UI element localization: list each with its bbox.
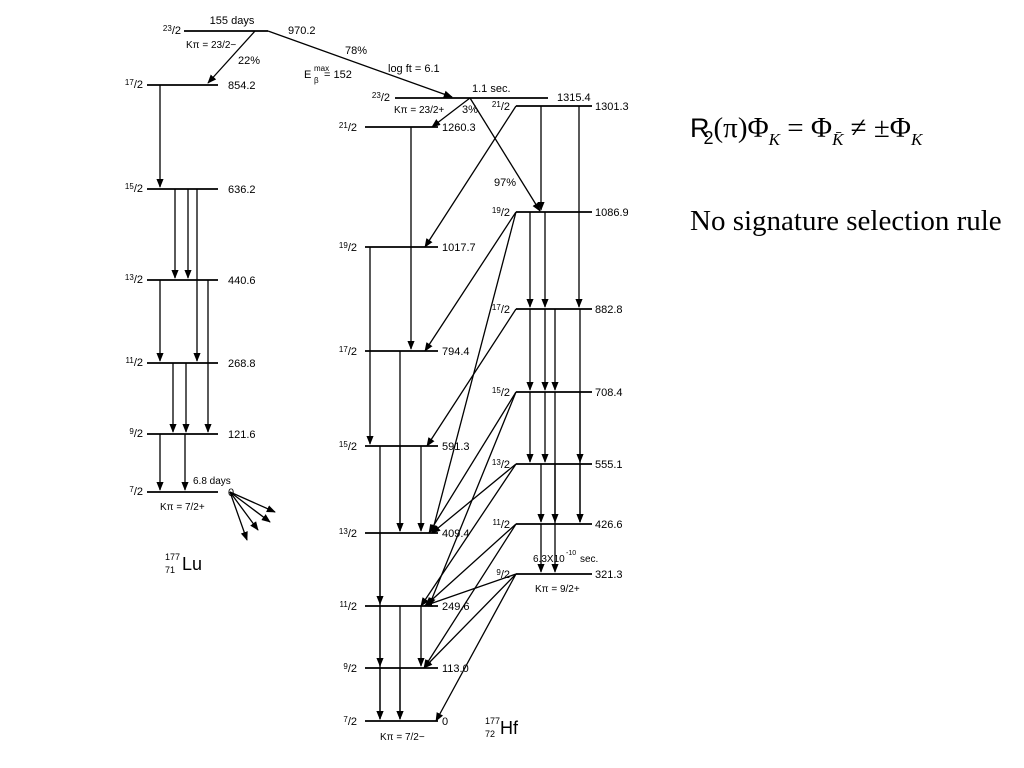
- lu-element-label: Lu: [182, 554, 202, 574]
- hf-isomer-spin: 23/2: [372, 91, 390, 104]
- hf-band-b-energy: 1301.3: [595, 101, 629, 113]
- lu-level-energy: 0: [228, 487, 234, 499]
- hf-band-b-spin: 9/2: [496, 568, 510, 581]
- hf-band-b-spin: 19/2: [492, 206, 510, 219]
- hf-band-a-spin: 19/2: [339, 241, 357, 254]
- hf-isomer-halflife: 1.1 sec.: [472, 83, 511, 95]
- lu-level-spin: 7/2: [129, 485, 143, 498]
- lu-level-energy: 268.8: [228, 358, 256, 370]
- lu-level-spin: 11/2: [126, 356, 144, 369]
- lu-level-spin: 15/2: [125, 182, 143, 195]
- hf-band-b-energy: 426.6: [595, 519, 623, 531]
- hf-isomer-energy: 1315.4: [557, 92, 591, 104]
- hf-band-a-energy: 249.6: [442, 601, 470, 613]
- hf-band-a-spin: 21/2: [339, 121, 357, 134]
- lu-isomer-energy: 970.2: [288, 25, 316, 37]
- hf-mass-number: 177: [485, 716, 500, 726]
- beta-emax-label: E: [304, 69, 311, 81]
- hf-band-a-energy: 409.4: [442, 528, 470, 540]
- lu-isomer-decay-arrow: [207, 30, 256, 84]
- hf-interband-gamma-4: [431, 463, 517, 534]
- beta-emax-sub: β: [314, 76, 319, 85]
- hf-interband-gamma-1: [424, 211, 517, 352]
- hf-band-a-energy: 113.0: [442, 663, 469, 675]
- beta-logft: log ft = 6.1: [388, 63, 440, 75]
- hf-band-b-spin: 17/2: [492, 303, 510, 316]
- hf-interband-gamma-12: [428, 391, 517, 607]
- lu-isomer-kpi: Kπ = 23/2−: [186, 40, 236, 51]
- hf-band-b-spin: 21/2: [492, 100, 510, 113]
- hf-band-b-energy: 555.1: [595, 459, 623, 471]
- hf-band-b-energy: 708.4: [595, 387, 623, 399]
- lu-level-spin: 9/2: [129, 427, 143, 440]
- lu-ground-halflife: 6.8 days: [193, 476, 231, 487]
- lu-branch-22: 22%: [238, 55, 260, 67]
- hf-interband-gamma-9: [423, 573, 517, 669]
- hf-ground-kpi: Kπ = 7/2−: [380, 732, 425, 743]
- lu-beta-arrow-0: [229, 491, 276, 513]
- lu-level-energy: 854.2: [228, 80, 256, 92]
- hf-interband-gamma-10: [435, 573, 517, 722]
- lu-level-energy: 636.2: [228, 184, 256, 196]
- lu-beta-arrow-2: [229, 491, 259, 531]
- lu-level-energy: 440.6: [228, 275, 256, 287]
- beta-branch-arrow: [267, 30, 453, 98]
- hf-band-a-spin: 17/2: [339, 345, 357, 358]
- hf-band-b-energy: 1086.9: [595, 207, 629, 219]
- hf-band-a-spin: 13/2: [339, 527, 357, 540]
- hf-band-a-energy: 1260.3: [442, 122, 476, 134]
- hf-band-a-spin: 9/2: [343, 662, 357, 675]
- hf-isomer-kpi: Kπ = 23/2+: [394, 105, 444, 116]
- lu-mass-number: 177: [165, 552, 180, 562]
- hf-isomer-to-band-a: [431, 97, 471, 128]
- hf-band-b-kpi: Kπ = 9/2+: [535, 584, 580, 595]
- hf-interband-gamma-0: [424, 105, 517, 248]
- hf-band-b-spin: 11/2: [493, 518, 511, 531]
- hf-interband-gamma-2: [426, 308, 517, 447]
- hf-branch-97: 97%: [494, 177, 516, 189]
- beta-branch-78: 78%: [345, 45, 367, 57]
- hf-isomer-to-band-b: [469, 97, 541, 212]
- hf-interband-gamma-3: [428, 391, 517, 534]
- hf-interband-gamma-11: [430, 211, 517, 534]
- signature-rule-note: No signature selection rule: [690, 205, 1002, 237]
- hf-interband-gamma-7: [423, 523, 517, 669]
- lu-level-spin: 17/2: [125, 78, 143, 91]
- lu-isomer-spin: 23/2: [163, 24, 181, 37]
- hf-band-b-spin: 13/2: [492, 458, 510, 471]
- lu-beta-arrow-1: [229, 491, 271, 523]
- hf-band-a-energy: 0: [442, 716, 448, 728]
- hf-interband-gamma-5: [420, 463, 517, 607]
- hf-interband-gamma-8: [423, 573, 517, 607]
- hf-band-b-halflife: 6.3X10: [533, 554, 565, 565]
- hf-band-a-spin: 11/2: [340, 600, 358, 613]
- lu-level-spin: 13/2: [125, 273, 143, 286]
- beta-emax-sup: max: [314, 64, 329, 73]
- hf-band-b-spin: 15/2: [492, 386, 510, 399]
- hf-band-b-energy: 882.8: [595, 304, 623, 316]
- hf-element-label: Hf: [500, 718, 519, 738]
- lu-level-energy: 121.6: [228, 429, 256, 441]
- beta-emax-value: = 152: [324, 69, 352, 81]
- lu-isomer-halflife: 155 days: [210, 15, 255, 27]
- hf-band-b-energy: 321.3: [595, 569, 623, 581]
- hf-band-b-halflife-unit: sec.: [580, 554, 598, 565]
- hf-band-a-spin: 15/2: [339, 440, 357, 453]
- hf-atomic-number: 72: [485, 729, 495, 739]
- hf-band-a-spin: 7/2: [343, 715, 357, 728]
- hf-band-b-halflife-exp: -10: [566, 550, 576, 557]
- lu-ground-kpi: Kπ = 7/2+: [160, 502, 205, 513]
- rotation-symmetry-formula: R2(π)ΦK = ΦK̄ ≠ ±ΦK: [690, 112, 923, 149]
- hf-interband-gamma-6: [424, 523, 517, 607]
- hf-band-a-energy: 1017.7: [442, 242, 476, 254]
- hf-band-a-energy: 591.3: [442, 441, 470, 453]
- lu-beta-arrow-3: [229, 491, 248, 541]
- hf-band-a-energy: 794.4: [442, 346, 470, 358]
- hf-branch-3: 3%: [462, 104, 478, 116]
- lu-atomic-number: 71: [165, 565, 175, 575]
